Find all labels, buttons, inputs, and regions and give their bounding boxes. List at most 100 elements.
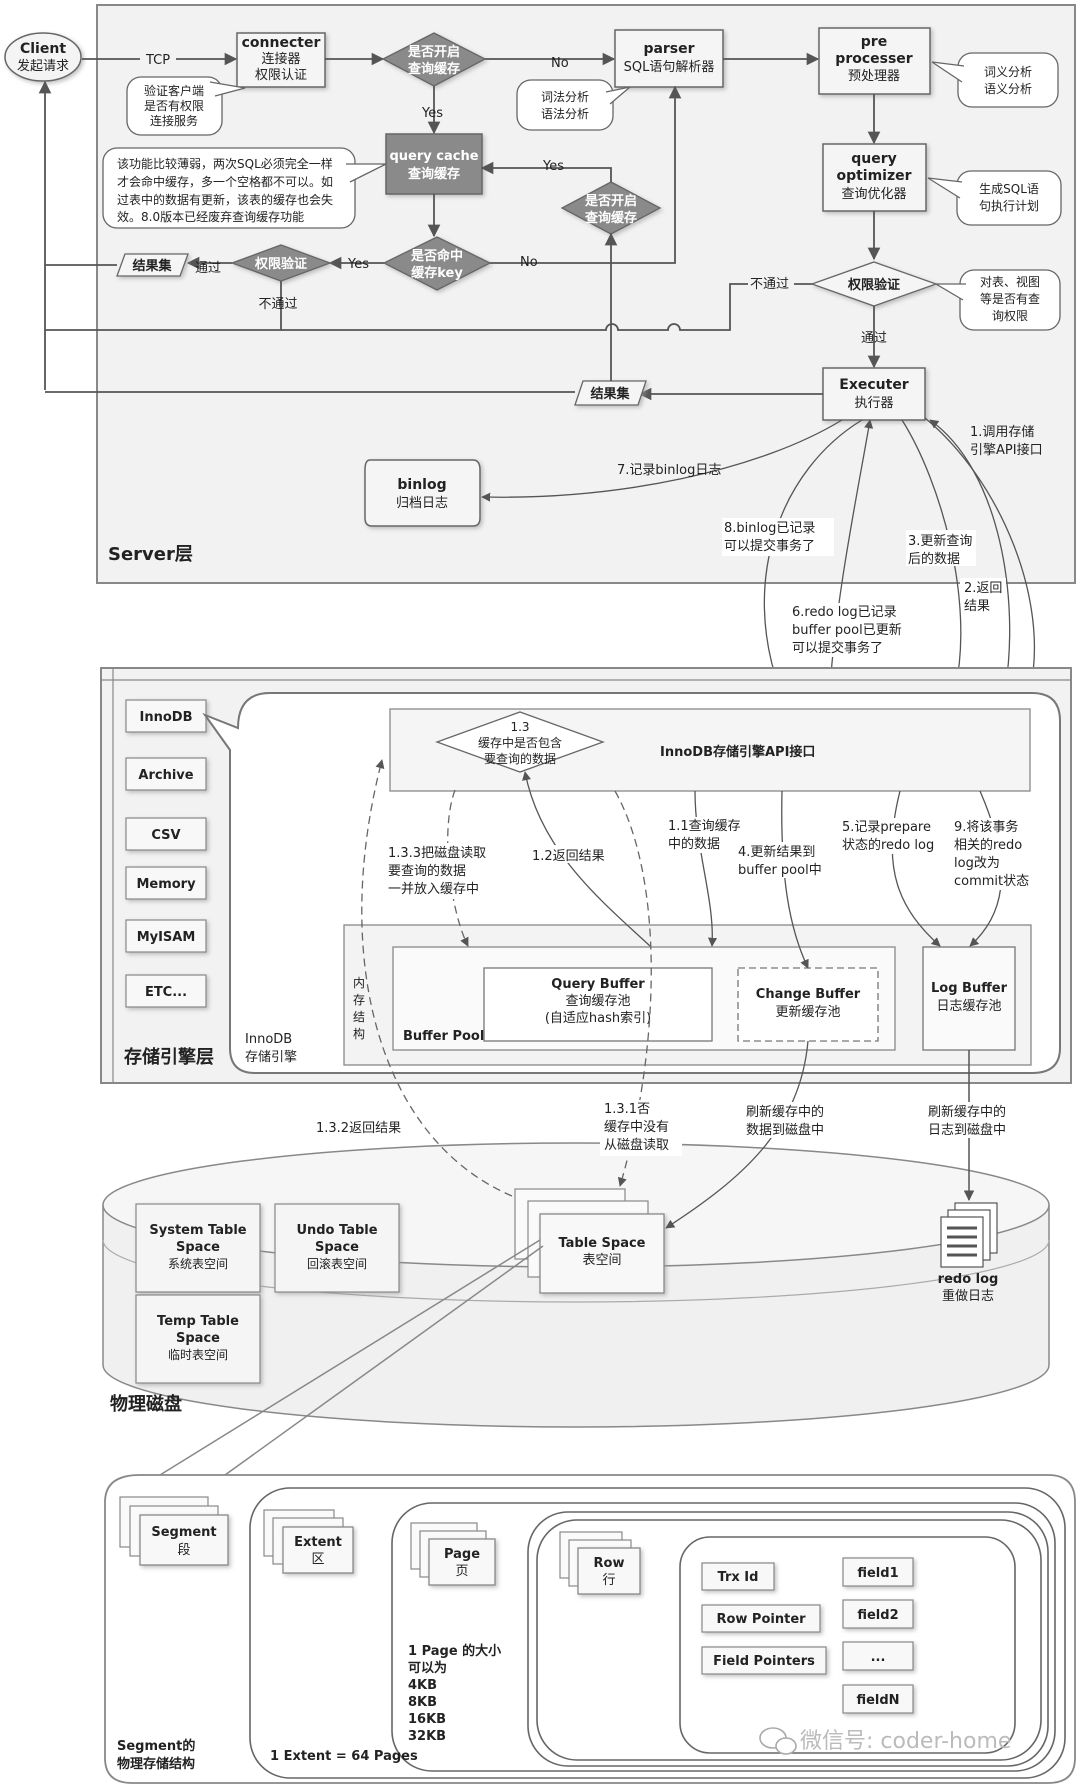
step-5-label-bg bbox=[840, 818, 946, 854]
auth-2-note-line-3: 询权限 bbox=[992, 309, 1028, 323]
row-field-label: Trx Id bbox=[718, 1570, 759, 1585]
engine-layer-title: 存储引擎层 bbox=[124, 1046, 214, 1068]
watermark-text: 微信号: coder-home bbox=[800, 1729, 1011, 1754]
row-field-box bbox=[842, 1641, 914, 1671]
step-1-1-label-2: 中的数据 bbox=[668, 836, 720, 852]
cache-enabled-1-label-2: 查询缓存 bbox=[407, 61, 460, 77]
engine-label: Archive bbox=[138, 768, 193, 783]
parser-note-line-1: 词法分析 bbox=[541, 90, 589, 104]
row-field-label: field2 bbox=[857, 1608, 898, 1623]
auth-2-note-line-1: 对表、视图 bbox=[980, 274, 1040, 289]
page-size-note-line: 4KB bbox=[408, 1678, 437, 1693]
page-box bbox=[428, 1538, 496, 1586]
step-9-label-4: commit状态 bbox=[954, 874, 1029, 889]
step-2-arrow bbox=[929, 419, 1011, 691]
auth-2-note-tail bbox=[933, 283, 966, 301]
engine-box bbox=[125, 974, 207, 1008]
step-5-label-1: 5.记录prepare bbox=[842, 820, 931, 835]
step-8-label-bg bbox=[722, 518, 834, 556]
step-6-label-3: 可以提交事务了 bbox=[792, 640, 883, 656]
cache-contains-diamond bbox=[435, 711, 605, 773]
memory-structure-label-1: 内 bbox=[353, 976, 365, 990]
row-field-label: field1 bbox=[857, 1566, 898, 1581]
parser-box bbox=[614, 29, 724, 88]
flush-log-label-bg bbox=[925, 1102, 1021, 1138]
auth-1-label: 权限验证 bbox=[254, 256, 307, 272]
query-cache-sublabel: 查询缓存 bbox=[407, 166, 460, 182]
step-1-2-arrow bbox=[522, 771, 651, 947]
row-sublabel: 行 bbox=[602, 1573, 615, 1588]
parser-sublabel: SQL语句解析器 bbox=[624, 60, 715, 75]
step-4-label-2: buffer pool中 bbox=[738, 863, 822, 878]
binlog-label: binlog bbox=[397, 477, 446, 493]
step-1-3-3-label-1: 1.3.3把磁盘读取 bbox=[388, 845, 486, 861]
page-size-note-line: 8KB bbox=[408, 1695, 437, 1710]
parser-label: parser bbox=[643, 41, 694, 57]
step-1-label-1: 1.调用存储 bbox=[970, 425, 1034, 440]
server-layer-title: Server层 bbox=[108, 544, 193, 565]
cache-enabled-1-label-1: 是否开启 bbox=[407, 44, 460, 60]
tcp-label-bg bbox=[140, 50, 176, 68]
step-5-arrow bbox=[891, 790, 941, 947]
wechat-icon bbox=[759, 1727, 797, 1755]
memory-structure-label-2: 存 bbox=[353, 993, 365, 1007]
step-4-label-bg bbox=[735, 842, 831, 878]
optimizer-label-1: query bbox=[851, 151, 897, 167]
step-1-1-arrow bbox=[694, 790, 718, 947]
cache-hit-diamond bbox=[382, 236, 492, 291]
step-1-3-2-arrow bbox=[361, 759, 513, 1197]
step-4-arrow bbox=[781, 790, 809, 969]
auth-2-label: 权限验证 bbox=[847, 277, 900, 293]
binlog-node bbox=[364, 459, 481, 527]
pass-label-2: 通过 bbox=[861, 331, 887, 346]
row-field-label: ... bbox=[871, 1650, 886, 1665]
executor-box bbox=[822, 367, 926, 421]
yes-label-3: Yes bbox=[347, 257, 369, 272]
engine-box bbox=[125, 919, 207, 953]
fail-label-2-bg bbox=[748, 274, 794, 292]
no-label-2: No bbox=[520, 255, 538, 270]
fail-label-1: 不通过 bbox=[258, 297, 297, 312]
step-2-label-bg bbox=[960, 578, 1006, 614]
query-cache-label: query cache bbox=[389, 149, 478, 164]
connector-note bbox=[126, 76, 223, 136]
pass-label-1: 通过 bbox=[195, 261, 221, 276]
system-ts-label-2: Space bbox=[176, 1240, 220, 1255]
step-2-label-2: 结果 bbox=[964, 599, 990, 614]
flush-data-label-bg bbox=[743, 1102, 839, 1138]
flush-data-arrow bbox=[665, 1040, 809, 1229]
row-label: Row bbox=[594, 1556, 625, 1571]
executor-label: Executer bbox=[839, 377, 909, 393]
query-cache-note-tail bbox=[346, 163, 387, 183]
connector-sublabel-1: 连接器 bbox=[261, 51, 300, 67]
step-8-label-1: 8.binlog已记录 bbox=[724, 521, 815, 536]
connector-note-line-3: 连接服务 bbox=[150, 113, 198, 128]
cache-enabled-2-label-1: 是否开启 bbox=[584, 193, 637, 209]
step-1-3-2-label: 1.3.2返回结果 bbox=[316, 1121, 401, 1136]
query-buffer-sublabel-1: 查询缓存池 bbox=[565, 994, 630, 1009]
undo-ts-label-1: Undo Table bbox=[296, 1223, 377, 1238]
step-1-3-label-1: 1.3 bbox=[510, 720, 529, 734]
engine-api-label: InnoDB存储引擎API接口 bbox=[660, 744, 815, 760]
optimizer-label-2: optimizer bbox=[836, 168, 911, 184]
segment-label: Segment bbox=[151, 1525, 216, 1540]
optimizer-note-tail bbox=[927, 177, 963, 199]
preprocessor-label-2: processer bbox=[835, 51, 912, 67]
step-3-label-2: 后的数据 bbox=[908, 551, 960, 567]
step-8-label-2: 可以提交事务了 bbox=[724, 538, 815, 554]
no-label-1: No bbox=[551, 56, 569, 71]
row-field-label: Row Pointer bbox=[716, 1612, 806, 1627]
optimizer-note-line-1: 生成SQL语 bbox=[979, 182, 1039, 196]
engine-label: CSV bbox=[151, 828, 180, 843]
optimizer-sublabel: 查询优化器 bbox=[841, 187, 906, 202]
step-1-1-label-1: 1.1查询缓存 bbox=[668, 819, 741, 834]
result-set-1 bbox=[116, 253, 189, 277]
flush-data-label-2: 数据到磁盘中 bbox=[746, 1122, 824, 1138]
step-1-label-2: 引擎API接口 bbox=[970, 442, 1043, 458]
connector-sublabel-2: 权限认证 bbox=[255, 67, 307, 83]
cache-hit-label-2: 缓存key bbox=[411, 265, 463, 281]
step-1-3-1-label-2: 缓存中没有 bbox=[604, 1120, 669, 1135]
step-1-3-1-label-bg bbox=[600, 1100, 682, 1156]
